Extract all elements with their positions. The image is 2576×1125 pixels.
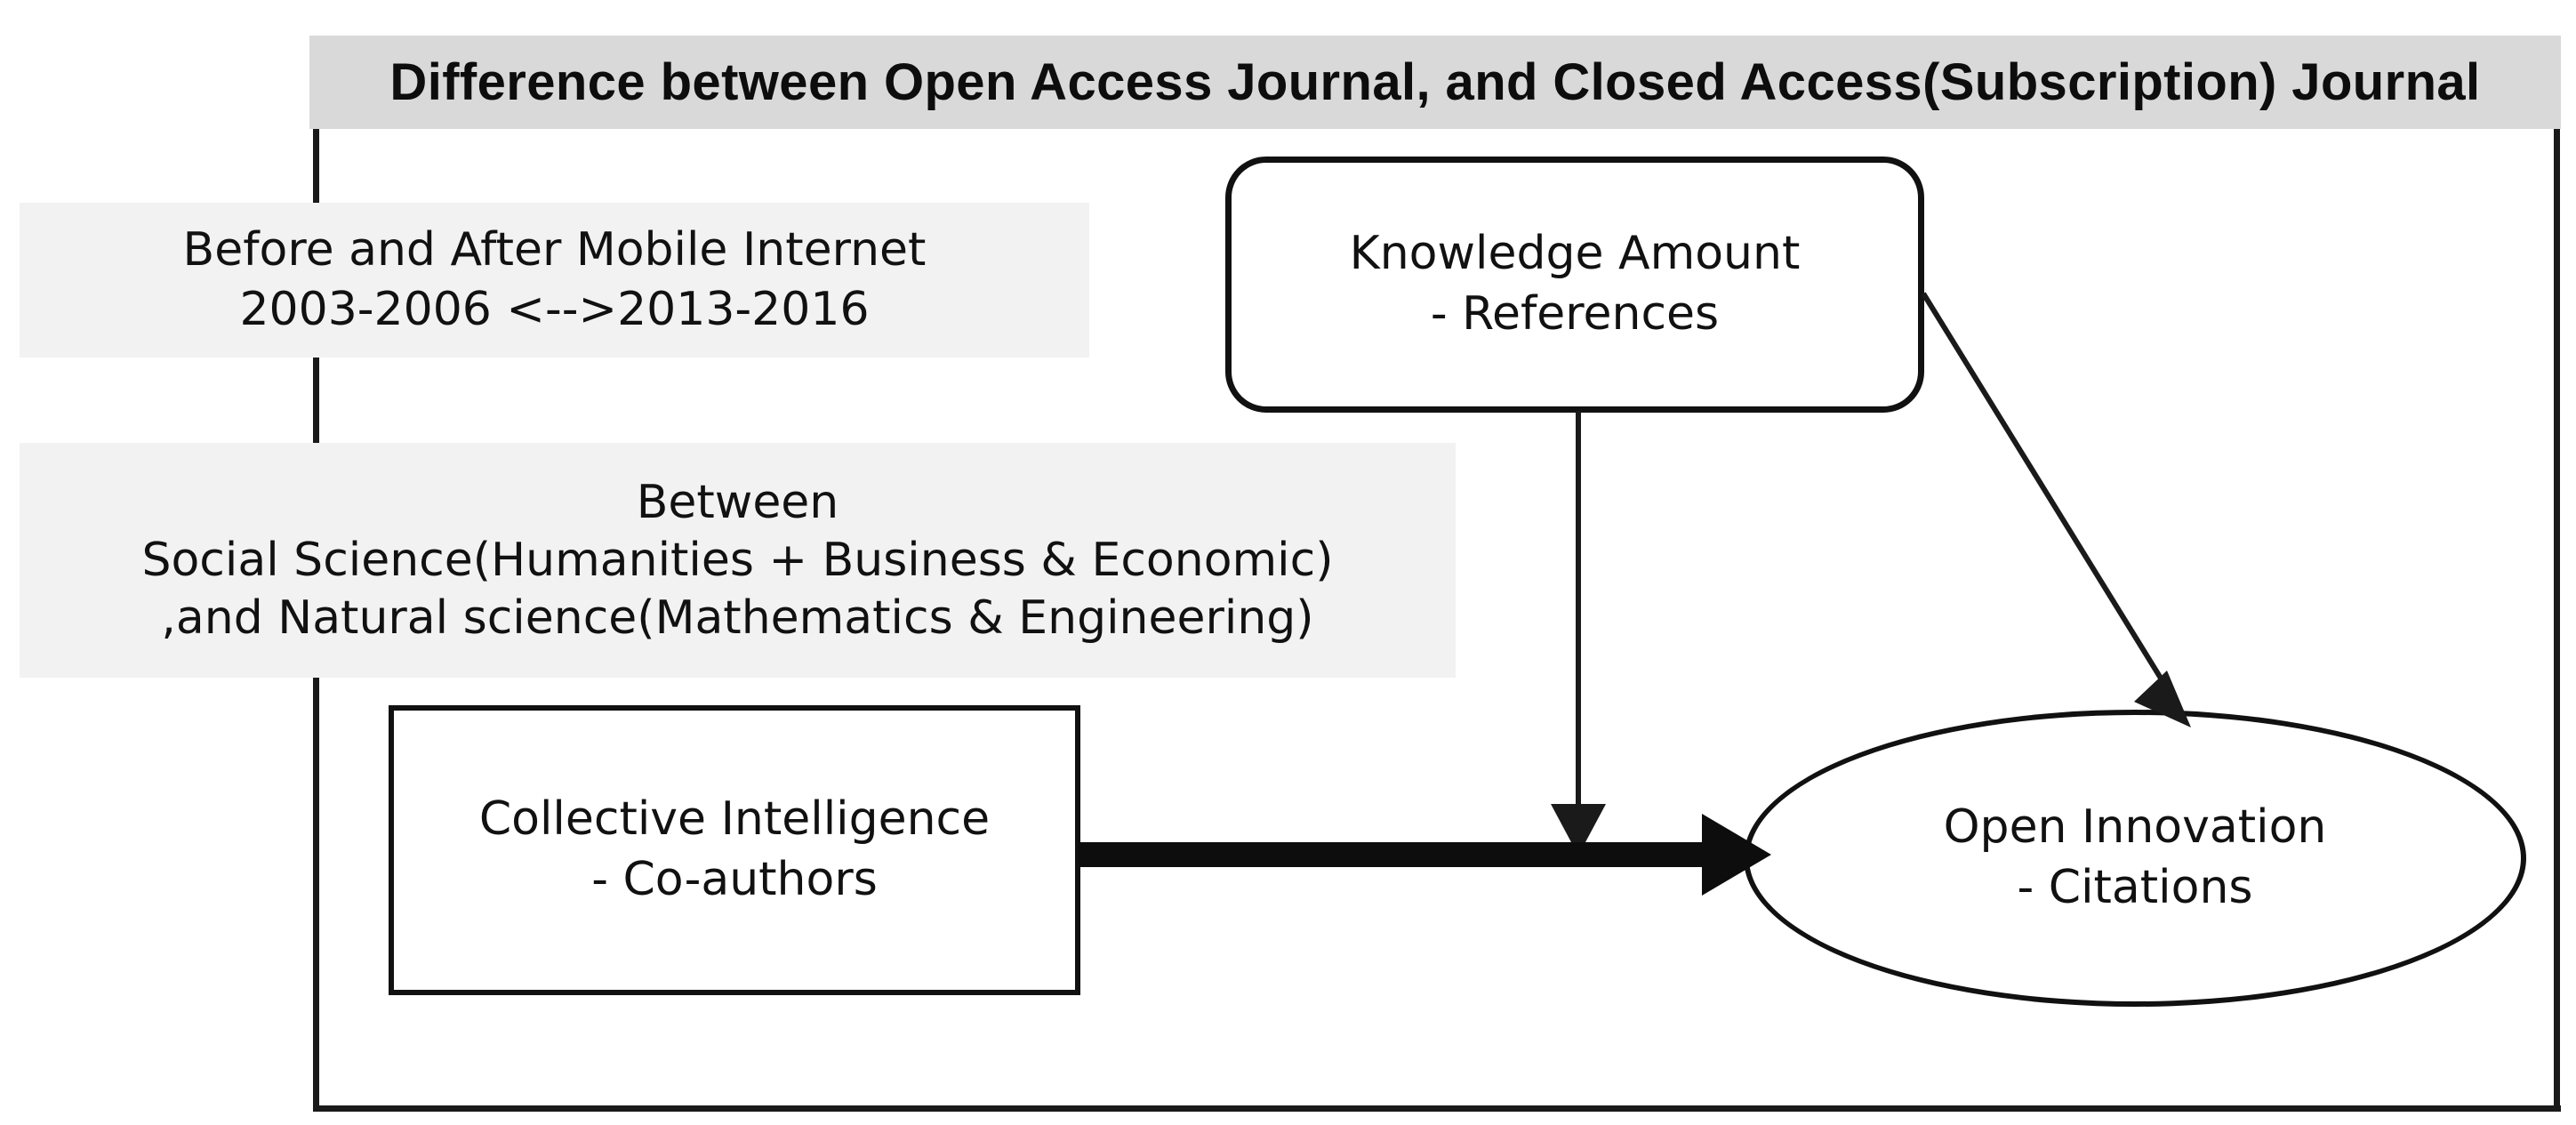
node-knowledge-title: Knowledge Amount xyxy=(1349,227,1801,281)
node-collective-title: Collective Intelligence xyxy=(478,792,991,847)
node-innovation-subtitle: - Citations xyxy=(2017,861,2253,914)
note-fields-line-2: Social Science(Humanities + Business & E… xyxy=(141,533,1334,587)
node-collective-intelligence[interactable]: Collective Intelligence - Co-authors xyxy=(389,705,1080,995)
note-fields-line-1: Between xyxy=(636,475,839,529)
page-title: Difference between Open Access Journal, … xyxy=(389,53,2481,111)
node-knowledge-amount[interactable]: Knowledge Amount - References xyxy=(1225,157,1924,413)
node-knowledge-subtitle: - References xyxy=(1430,287,1720,341)
edge-collective-to-innovation xyxy=(1079,814,1771,896)
edge-knowledge-to-innovation xyxy=(1921,292,2191,727)
node-open-innovation[interactable]: Open Innovation - Citations xyxy=(1744,710,2526,1007)
note-fields-box: Between Social Science(Humanities + Busi… xyxy=(20,443,1456,678)
note-period-box: Before and After Mobile Internet 2003-20… xyxy=(20,203,1089,358)
node-collective-subtitle: - Co-authors xyxy=(591,853,878,906)
frame-bottom-border xyxy=(313,1105,2561,1112)
note-period-line-1: Before and After Mobile Internet xyxy=(182,223,927,277)
note-fields-line-3: ,and Natural science(Mathematics & Engin… xyxy=(161,591,1314,645)
edge-knowledge-to-thick-arrow xyxy=(1551,411,1606,856)
frame-right-border xyxy=(2554,127,2560,1112)
note-period-line-2: 2003-2006 <-->2013-2016 xyxy=(239,283,870,336)
diagram-title-bar: Difference between Open Access Journal, … xyxy=(309,36,2561,129)
node-innovation-title: Open Innovation xyxy=(1943,800,2327,855)
